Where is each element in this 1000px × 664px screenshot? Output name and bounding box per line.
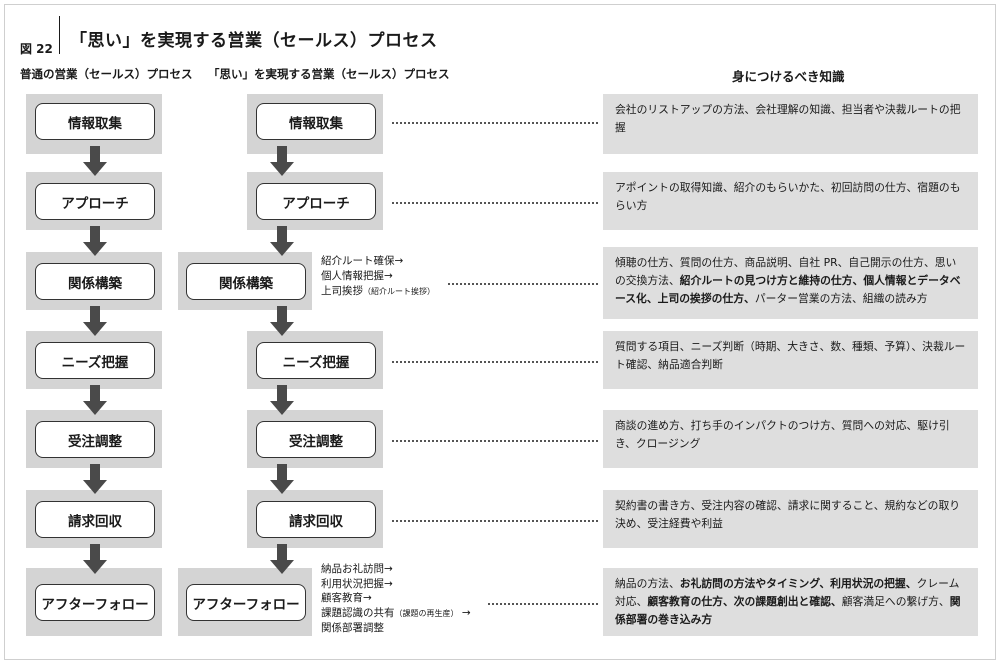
after-follow-substep: 納品お礼訪問→: [321, 563, 393, 575]
knowledge-text: 商談の進め方、打ち手のインパクトのつけ方、質問への対応、駆け引き、クロージング: [615, 419, 950, 450]
knowledge-needs: 質問する項目、ニーズ判断（時期、大きさ、数、種類、予算）、決裁ルート確認、納品適…: [603, 331, 978, 389]
normal-step-approach: アプローチ: [35, 183, 155, 220]
normal-down-arrow: [83, 464, 107, 494]
knowledge-emphasis: 関係部署の巻き込み方: [615, 595, 961, 626]
knowledge-relationship: 傾聴の仕方、質問の仕方、商品説明、自社 PR、自己開示の仕方、思いの交換方法、紹…: [603, 247, 978, 319]
normal-step-billing: 請求回収: [35, 501, 155, 538]
after-follow-substep: 顧客教育→: [321, 592, 372, 604]
column-header-omoi: 「思い」を実現する営業（セールス）プロセス: [208, 67, 450, 81]
column-header-normal: 普通の営業（セールス）プロセス: [20, 67, 193, 81]
relationship-substep-text: 上司挨拶: [321, 285, 363, 297]
knowledge-emphasis: 紹介ルートの見つけ方と維持の仕方、個人情報とデータベース化、上司の挨拶の仕方、: [615, 274, 961, 305]
normal-down-arrow: [83, 544, 107, 574]
after-follow-substep: 関係部署調整: [321, 622, 384, 634]
relationship-substep: 紹介ルート確保→: [321, 255, 404, 267]
dotted-connector: [392, 122, 598, 124]
omoi-step-order: 受注調整: [256, 421, 376, 458]
knowledge-text: 傾聴の仕方、質問の仕方、商品説明、自社 PR、自己開示の仕方、思いの交換方法、: [615, 256, 957, 287]
knowledge-emphasis: 顧客教育の仕方、次の課題創出と確認、: [647, 595, 842, 608]
title-divider: [59, 16, 60, 54]
normal-step-info-gathering: 情報取集: [35, 103, 155, 140]
knowledge-info-gathering: 会社のリストアップの方法、会社理解の知識、担当者や決裁ルートの把握: [603, 94, 978, 154]
figure-title: 「思い」を実現する営業（セールス）プロセス: [70, 31, 438, 51]
omoi-down-arrow: [270, 385, 294, 415]
omoi-down-arrow: [270, 226, 294, 256]
knowledge-approach: アポイントの取得知識、紹介のもらいかた、初回訪問の仕方、宿題のもらい方: [603, 172, 978, 230]
knowledge-text: アポイントの取得知識、紹介のもらいかた、初回訪問の仕方、宿題のもらい方: [615, 181, 961, 212]
omoi-down-arrow: [270, 146, 294, 176]
normal-step-order: 受注調整: [35, 421, 155, 458]
omoi-step-needs: ニーズ把握: [256, 342, 376, 379]
omoi-down-arrow: [270, 464, 294, 494]
knowledge-billing: 契約書の書き方、受注内容の確認、請求に関すること、規約などの取り決め、受注経費や…: [603, 490, 978, 548]
knowledge-text: 質問する項目、ニーズ判断（時期、大きさ、数、種類、予算）、決裁ルート確認、納品適…: [615, 340, 966, 371]
knowledge-after-follow: 納品の方法、お礼訪問の方法やタイミング、利用状況の把握、クレーム対応、顧客教育の…: [603, 568, 978, 636]
dotted-connector: [392, 361, 598, 363]
dotted-connector: [392, 202, 598, 204]
after-follow-substep: 課題認識の共有（課題の再生産） →: [321, 606, 471, 622]
knowledge-text: 納品の方法、: [615, 577, 680, 590]
omoi-down-arrow: [270, 306, 294, 336]
after-follow-substep-note: （課題の再生産）: [394, 608, 459, 618]
knowledge-text: クレーム対応、: [615, 577, 960, 608]
knowledge-text: 会社のリストアップの方法、会社理解の知識、担当者や決裁ルートの把握: [615, 103, 961, 134]
omoi-step-billing: 請求回収: [256, 501, 376, 538]
figure-frame: [4, 4, 996, 660]
normal-step-relationship: 関係構築: [35, 263, 155, 300]
after-follow-substep-arrow: →: [461, 606, 471, 619]
knowledge-emphasis: お礼訪問の方法やタイミング、利用状況の把握、: [679, 577, 917, 590]
dotted-connector: [488, 603, 598, 605]
dotted-connector: [448, 283, 598, 285]
relationship-substeps: 紹介ルート確保→ 個人情報把握→ 上司挨拶（紹介ルート挨拶）: [321, 254, 435, 299]
normal-down-arrow: [83, 226, 107, 256]
omoi-down-arrow: [270, 544, 294, 574]
dotted-connector: [392, 520, 598, 522]
omoi-step-relationship: 関係構築: [186, 263, 306, 300]
omoi-step-approach: アプローチ: [256, 183, 376, 220]
relationship-substep: 上司挨拶（紹介ルート挨拶）: [321, 284, 435, 299]
column-header-knowledge: 身につけるべき知識: [732, 69, 845, 84]
knowledge-text: 契約書の書き方、受注内容の確認、請求に関すること、規約などの取り決め、受注経費や…: [615, 499, 961, 530]
after-follow-substep: 利用状況把握→: [321, 577, 393, 590]
normal-down-arrow: [83, 385, 107, 415]
relationship-substep-note: （紹介ルート挨拶）: [363, 287, 435, 296]
relationship-substep: 個人情報把握→: [321, 270, 393, 282]
omoi-step-info-gathering: 情報取集: [256, 103, 376, 140]
normal-down-arrow: [83, 146, 107, 176]
after-follow-substep-text: 課題認識の共有: [321, 606, 395, 619]
dotted-connector: [392, 440, 598, 442]
omoi-step-after-follow: アフターフォロー: [186, 584, 306, 621]
knowledge-text: 顧客満足への繋げ方、: [841, 595, 950, 608]
normal-step-after-follow: アフターフォロー: [35, 584, 155, 621]
after-follow-substeps: 納品お礼訪問→ 利用状況把握→ 顧客教育→ 課題認識の共有（課題の再生産） → …: [321, 562, 471, 636]
normal-down-arrow: [83, 306, 107, 336]
knowledge-text: パーター営業の方法、組織の読み方: [754, 292, 928, 305]
normal-step-needs: ニーズ把握: [35, 342, 155, 379]
figure-label: 図 22: [20, 42, 53, 56]
knowledge-order: 商談の進め方、打ち手のインパクトのつけ方、質問への対応、駆け引き、クロージング: [603, 410, 978, 468]
